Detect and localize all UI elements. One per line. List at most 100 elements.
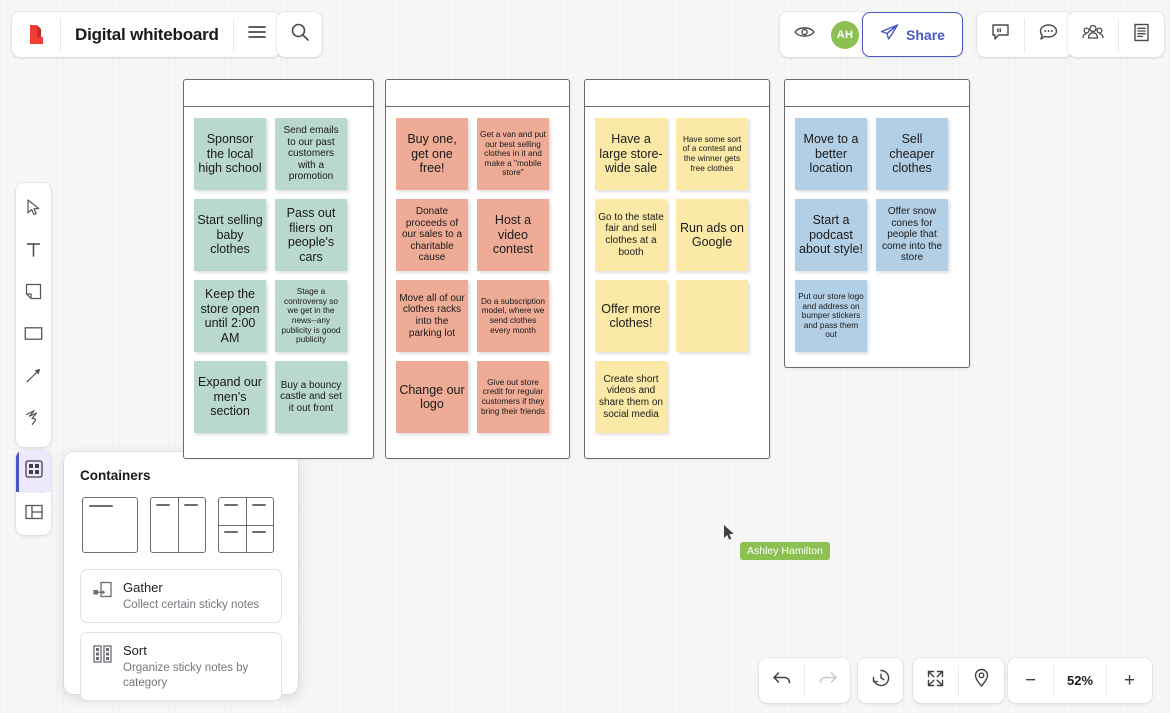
frame-body: Buy one, get one free!Get a van and put … <box>386 107 569 444</box>
sticky-note[interactable]: Create short videos and share them on so… <box>595 361 667 433</box>
sticky-note[interactable]: Do a subscription model, where we send c… <box>477 280 549 352</box>
sticky-note[interactable]: Donate proceeds of our sales to a charit… <box>396 199 468 271</box>
sticky-note[interactable]: Start a podcast about style! <box>795 199 867 271</box>
board-title-cell[interactable]: Digital whiteboard <box>61 12 233 57</box>
cursor-arrow-icon <box>26 199 41 221</box>
sticky-note[interactable]: Pass out fliers on people's cars <box>275 199 347 271</box>
hamburger-menu-icon <box>247 25 266 44</box>
presence-group: AH <box>780 12 870 57</box>
sticky-note[interactable]: Buy a bouncy castle and set it out front <box>275 361 347 433</box>
container-thumbnail-row <box>80 497 282 553</box>
frame-header[interactable] <box>386 80 569 107</box>
rectangle-icon <box>24 326 43 346</box>
sticky-note[interactable] <box>676 280 748 352</box>
people-group <box>1068 12 1164 57</box>
sort-grid-icon <box>92 642 113 669</box>
layout-panel-icon <box>24 504 43 525</box>
people-divider <box>1118 18 1119 51</box>
sticky-note[interactable]: Have a large store-wide sale <box>595 118 667 190</box>
sticky-note[interactable]: Keep the store open until 2:00 AM <box>194 280 266 352</box>
search-button[interactable] <box>277 12 322 57</box>
sticky-note[interactable]: Send emails to our past customers with a… <box>275 118 347 190</box>
fit-to-screen-button[interactable] <box>913 658 958 703</box>
frame-header[interactable] <box>585 80 769 107</box>
sticky-note[interactable]: Go to the state fair and sell clothes at… <box>595 199 667 271</box>
sticky-note[interactable]: Offer more clothes! <box>595 280 667 352</box>
sticky-note[interactable]: Start selling baby clothes <box>194 199 266 271</box>
sticky-note[interactable]: Run ads on Google <box>676 199 748 271</box>
comments-divider <box>1024 18 1025 51</box>
visibility-toggle-button[interactable] <box>780 12 829 57</box>
undo-redo-group <box>759 658 850 703</box>
map-pin-icon <box>973 668 990 693</box>
sticky-note[interactable]: Get a van and put our best selling cloth… <box>477 118 549 190</box>
sticky-note[interactable]: Put our store logo and address on bumper… <box>795 280 867 352</box>
redo-button[interactable] <box>805 658 850 703</box>
document-notes-icon <box>1133 23 1150 47</box>
sticky-note[interactable]: Change our logo <box>396 361 468 433</box>
frame-header[interactable] <box>184 80 373 107</box>
containers-panel: Containers Gather <box>64 452 298 701</box>
frame-salmon[interactable]: Buy one, get one free!Get a van and put … <box>385 79 570 459</box>
gather-option[interactable]: Gather Collect certain sticky notes <box>80 569 282 623</box>
sticky-note[interactable]: Sell cheaper clothes <box>876 118 948 190</box>
sticky-note[interactable]: Have some sort of a contest and the winn… <box>676 118 748 190</box>
sticky-note[interactable]: Move to a better location <box>795 118 867 190</box>
cursor-pointer-icon <box>723 525 736 546</box>
sticky-note[interactable]: Buy one, get one free! <box>396 118 468 190</box>
chat-button[interactable] <box>1025 12 1072 57</box>
comments-group <box>977 12 1072 57</box>
containers-tool-button[interactable] <box>16 450 51 492</box>
sticky-note[interactable]: Give out store credit for regular custom… <box>477 361 549 433</box>
history-button[interactable] <box>858 658 903 703</box>
page-title: Digital whiteboard <box>75 24 219 44</box>
chat-bubble-icon <box>1039 23 1058 46</box>
location-button[interactable] <box>959 658 1004 703</box>
board-notes-button[interactable] <box>1119 12 1164 57</box>
sticky-note[interactable]: Move all of our clothes racks into the p… <box>396 280 468 352</box>
container-four-quadrant-icon[interactable] <box>218 497 274 553</box>
sticky-note[interactable]: Sponsor the local high school <box>194 118 266 190</box>
text-tool-button[interactable] <box>16 231 51 273</box>
sticky-note[interactable]: Expand our men's section <box>194 361 266 433</box>
comment-box-button[interactable] <box>977 12 1024 57</box>
container-two-column-icon[interactable] <box>150 497 206 553</box>
zoom-level-label[interactable]: 52% <box>1066 673 1094 688</box>
sticky-note[interactable]: Stage a controversy so we get in the new… <box>275 280 347 352</box>
text-t-icon <box>26 242 41 263</box>
avatar-button[interactable]: AH <box>829 12 870 57</box>
collaborator-cursor: Ashley Hamilton <box>723 524 830 560</box>
minus-icon: − <box>1024 669 1037 691</box>
line-tool-button[interactable] <box>16 357 51 399</box>
sticky-note[interactable]: Offer snow cones for people that come in… <box>876 199 948 271</box>
pen-tool-button[interactable] <box>16 399 51 441</box>
grid-squares-icon <box>24 459 43 483</box>
sticky-note-tool-button[interactable] <box>16 273 51 315</box>
logo-button[interactable] <box>12 12 60 57</box>
container-single-icon[interactable] <box>82 497 138 553</box>
sticky-note[interactable]: Host a video contest <box>477 199 549 271</box>
header-divider-1 <box>60 18 61 51</box>
zoom-out-button[interactable]: − <box>1008 658 1053 703</box>
zoom-divider-2 <box>1106 665 1107 696</box>
share-button[interactable]: Share <box>862 12 963 57</box>
shape-tool-button[interactable] <box>16 315 51 357</box>
history-group <box>858 658 903 703</box>
template-tool-button[interactable] <box>16 493 51 535</box>
frame-header[interactable] <box>785 80 969 107</box>
header-divider-2 <box>232 18 234 51</box>
undo-redo-divider <box>804 665 805 696</box>
undo-button[interactable] <box>759 658 804 703</box>
board-menu-button[interactable] <box>234 12 280 57</box>
gather-option-subtitle: Collect certain sticky notes <box>123 599 260 611</box>
people-button[interactable] <box>1068 12 1118 57</box>
zoom-in-button[interactable]: + <box>1107 658 1152 703</box>
select-tool-button[interactable] <box>16 189 51 231</box>
sort-option[interactable]: Sort Organize sticky notes by category <box>80 631 282 701</box>
